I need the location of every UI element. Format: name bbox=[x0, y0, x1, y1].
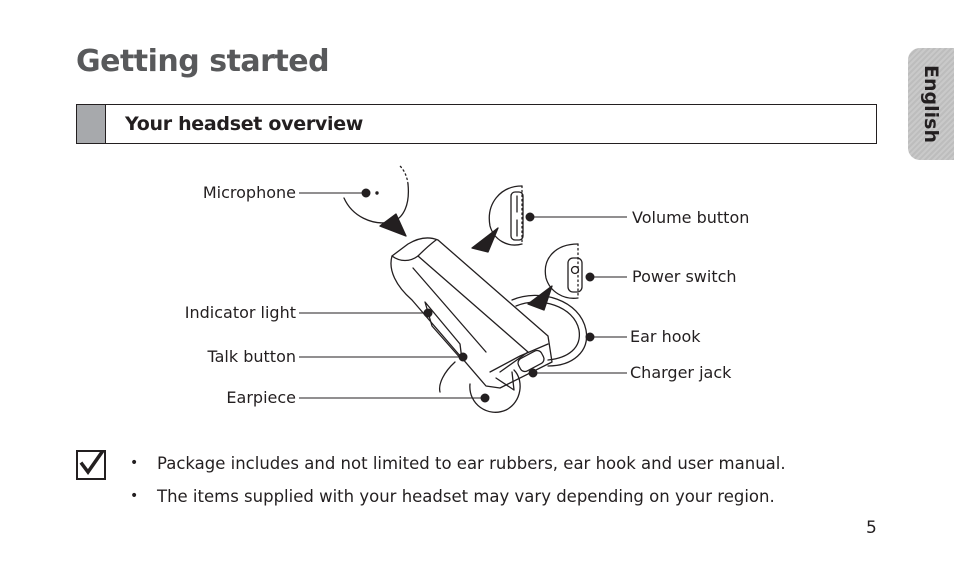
note-item: Package includes and not limited to ear … bbox=[130, 447, 786, 480]
indicator-light-label: Indicator light bbox=[184, 303, 296, 322]
checkbox-check-icon bbox=[76, 450, 106, 480]
ear-hook-pointer-dot bbox=[585, 332, 595, 342]
language-tab: English bbox=[908, 48, 954, 160]
volume-button-shape bbox=[510, 191, 524, 241]
note-item: The items supplied with your headset may… bbox=[130, 480, 786, 513]
section-title: Your headset overview bbox=[125, 113, 364, 135]
page-number: 5 bbox=[866, 518, 877, 538]
power-switch-pointer-dot bbox=[585, 272, 595, 282]
volume-button-label: Volume button bbox=[632, 208, 750, 227]
headset-body-shape bbox=[390, 237, 553, 389]
section-header: Your headset overview bbox=[76, 104, 877, 144]
microphone-pointer-dot bbox=[361, 188, 371, 198]
charger-jack-label: Charger jack bbox=[630, 363, 732, 382]
talk-button-pointer-dot bbox=[458, 352, 468, 362]
earpiece-pointer-dot bbox=[480, 393, 490, 403]
charger-jack-pointer-dot bbox=[528, 368, 538, 378]
talk-button-label: Talk button bbox=[207, 347, 297, 366]
earpiece-shape bbox=[469, 369, 521, 413]
page-title: Getting started bbox=[76, 44, 330, 79]
volume-button-pointer-dot bbox=[525, 212, 535, 222]
earpiece-label: Earpiece bbox=[226, 388, 296, 407]
section-marker bbox=[77, 105, 106, 143]
note-list: Package includes and not limited to ear … bbox=[130, 447, 786, 513]
power-switch-label: Power switch bbox=[632, 267, 737, 286]
ear-hook-label: Ear hook bbox=[630, 327, 701, 346]
power-switch-shape bbox=[567, 257, 583, 293]
charger-jack-shape bbox=[517, 349, 545, 373]
indicator-light-pointer-dot bbox=[423, 308, 433, 318]
microphone-label: Microphone bbox=[202, 183, 296, 202]
ear-hook-shape bbox=[511, 294, 588, 367]
